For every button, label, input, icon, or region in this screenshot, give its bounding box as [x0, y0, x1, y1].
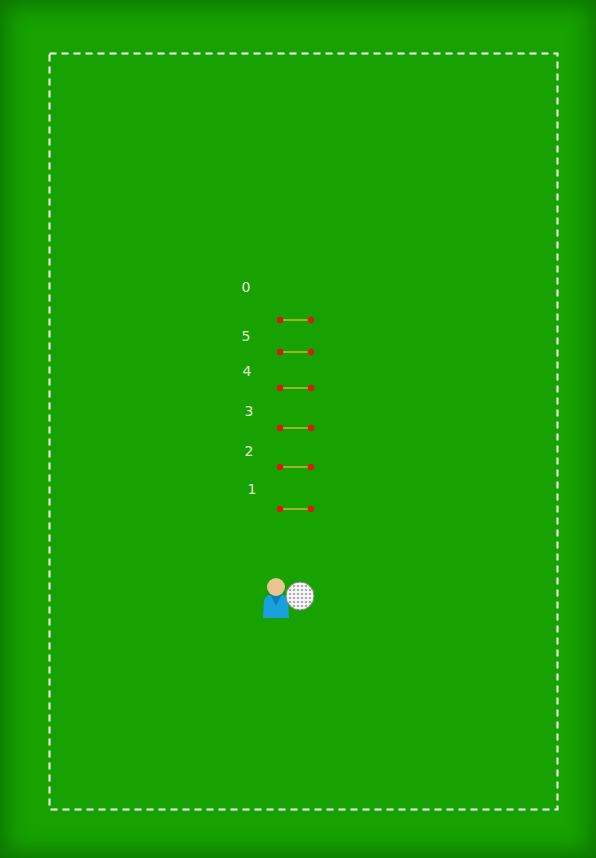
- callout-number: 0: [242, 280, 251, 294]
- callout-number: 4: [243, 364, 252, 378]
- gate-line: [280, 387, 311, 389]
- gate-line: [280, 427, 311, 429]
- cone: [308, 317, 314, 323]
- cone: [277, 317, 283, 323]
- gate-line: [280, 508, 311, 510]
- cone: [277, 349, 283, 355]
- cone: [308, 464, 314, 470]
- boundary: [50, 54, 558, 810]
- cone: [308, 506, 314, 512]
- callout-number: 1: [248, 482, 257, 496]
- ball: [286, 582, 314, 610]
- cone: [308, 425, 314, 431]
- callout-number: 5: [242, 329, 251, 343]
- gates: [277, 317, 314, 512]
- gate-line: [280, 319, 311, 321]
- player-figure: [263, 578, 289, 618]
- cone: [308, 349, 314, 355]
- callout-number: 2: [245, 444, 254, 458]
- gate-line: [280, 351, 311, 353]
- gate-line: [280, 466, 311, 468]
- cone: [277, 385, 283, 391]
- cone: [308, 385, 314, 391]
- cone: [277, 464, 283, 470]
- cone: [277, 425, 283, 431]
- callout-number: 3: [245, 404, 254, 418]
- cone: [277, 506, 283, 512]
